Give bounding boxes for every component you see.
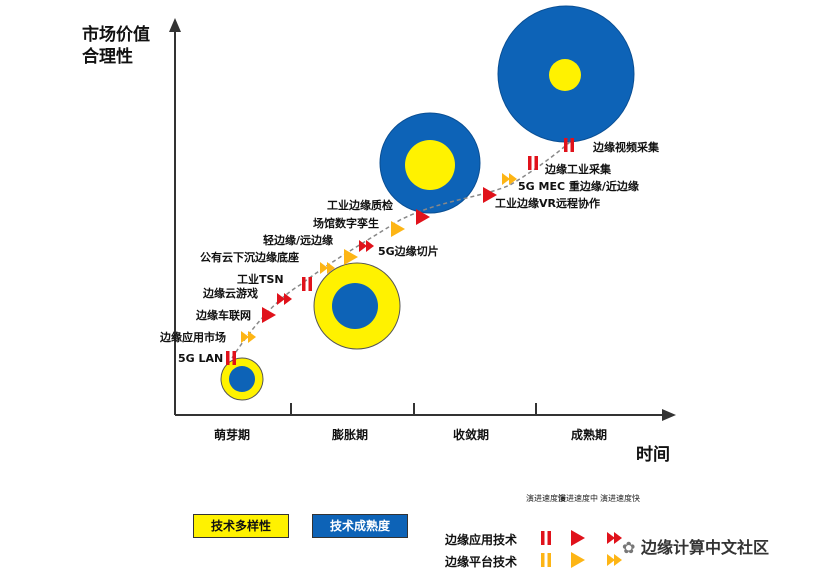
legend-marker-platform-mid bbox=[571, 552, 585, 568]
marker-0 bbox=[226, 351, 236, 365]
legend-marker-platform-fast bbox=[607, 554, 622, 566]
marker-10 bbox=[483, 187, 497, 203]
marker-5 bbox=[320, 262, 335, 274]
bubble-convergence bbox=[379, 112, 481, 214]
marker-6 bbox=[344, 249, 358, 265]
stage-label-convergence: 收敛期 bbox=[452, 428, 489, 442]
legend-markers bbox=[541, 530, 622, 568]
item-label-venue-digital-twin: 场馆数字孪生 bbox=[313, 217, 379, 230]
item-label-5g-edge-slice: 5G边缘切片 bbox=[378, 245, 439, 258]
item-label-video-collection: 边缘视频采集 bbox=[593, 141, 659, 154]
legend-speed-mid: 演进速度中 bbox=[558, 494, 598, 503]
legend-marker-platform-slow bbox=[541, 553, 551, 567]
stage-label-expansion: 膨胀期 bbox=[331, 428, 368, 442]
marker-13 bbox=[564, 138, 574, 152]
item-label-industrial-tsn: 工业TSN bbox=[237, 273, 284, 286]
marker-9 bbox=[416, 209, 430, 225]
curve-markers bbox=[226, 138, 574, 365]
marker-1 bbox=[241, 331, 256, 343]
legend-speed-fast: 演进速度快 bbox=[600, 494, 640, 503]
marker-7 bbox=[359, 240, 374, 252]
legend-marker-app-fast bbox=[607, 532, 622, 544]
bubble-sprouting bbox=[220, 357, 264, 401]
item-label-edge-app-market: 边缘应用市场 bbox=[160, 331, 226, 344]
marker-2 bbox=[262, 307, 276, 323]
marker-12 bbox=[528, 156, 538, 170]
x-axis-label: 时间 bbox=[636, 445, 670, 465]
watermark: ✿ 边缘计算中文社区 bbox=[622, 534, 769, 558]
legend-speed-slow: 演进速度慢 bbox=[526, 494, 566, 503]
item-label-5g-mec: 5G MEC 重边缘/近边缘 bbox=[518, 180, 639, 193]
stage-label-sprouting: 萌芽期 bbox=[213, 428, 250, 442]
y-axis-arrow bbox=[169, 18, 181, 32]
marker-8 bbox=[391, 221, 405, 237]
wechat-icon: ✿ bbox=[622, 538, 636, 557]
item-label-edge-cloud-gaming: 边缘云游戏 bbox=[203, 287, 258, 300]
y-axis-label-line1: 市场价值 bbox=[82, 25, 150, 45]
marker-11 bbox=[502, 173, 517, 185]
x-axis-arrow bbox=[662, 409, 676, 421]
bubble-expansion bbox=[313, 262, 401, 350]
legend-diversity: 技术多样性 bbox=[193, 514, 289, 538]
legend-maturity: 技术成熟度 bbox=[312, 514, 408, 538]
item-label-industrial-collection: 边缘工业采集 bbox=[545, 163, 611, 176]
legend-platform-row: 边缘平台技术 bbox=[445, 555, 518, 569]
marker-3 bbox=[277, 293, 292, 305]
marker-4 bbox=[302, 277, 312, 291]
stage-label-maturity: 成熟期 bbox=[570, 428, 607, 442]
legend-marker-app-slow bbox=[541, 531, 551, 545]
item-label-industrial-vr: 工业边缘VR远程协作 bbox=[495, 197, 600, 210]
item-label-light-far-edge: 轻边缘/远边缘 bbox=[263, 234, 334, 247]
item-label-industrial-inspection: 工业边缘质检 bbox=[327, 199, 393, 212]
y-axis-label-line2: 合理性 bbox=[82, 47, 133, 67]
legend-app-row: 边缘应用技术 bbox=[445, 533, 518, 547]
legend-marker-app-mid bbox=[571, 530, 585, 546]
trend-curve bbox=[231, 141, 571, 359]
item-label-public-cloud-edge: 公有云下沉边缘底座 bbox=[200, 251, 299, 264]
bubble-maturity bbox=[497, 5, 635, 143]
item-label-5g-lan: 5G LAN bbox=[178, 352, 224, 365]
item-label-edge-iov: 边缘车联网 bbox=[196, 309, 251, 322]
watermark-text: 边缘计算中文社区 bbox=[640, 538, 769, 557]
